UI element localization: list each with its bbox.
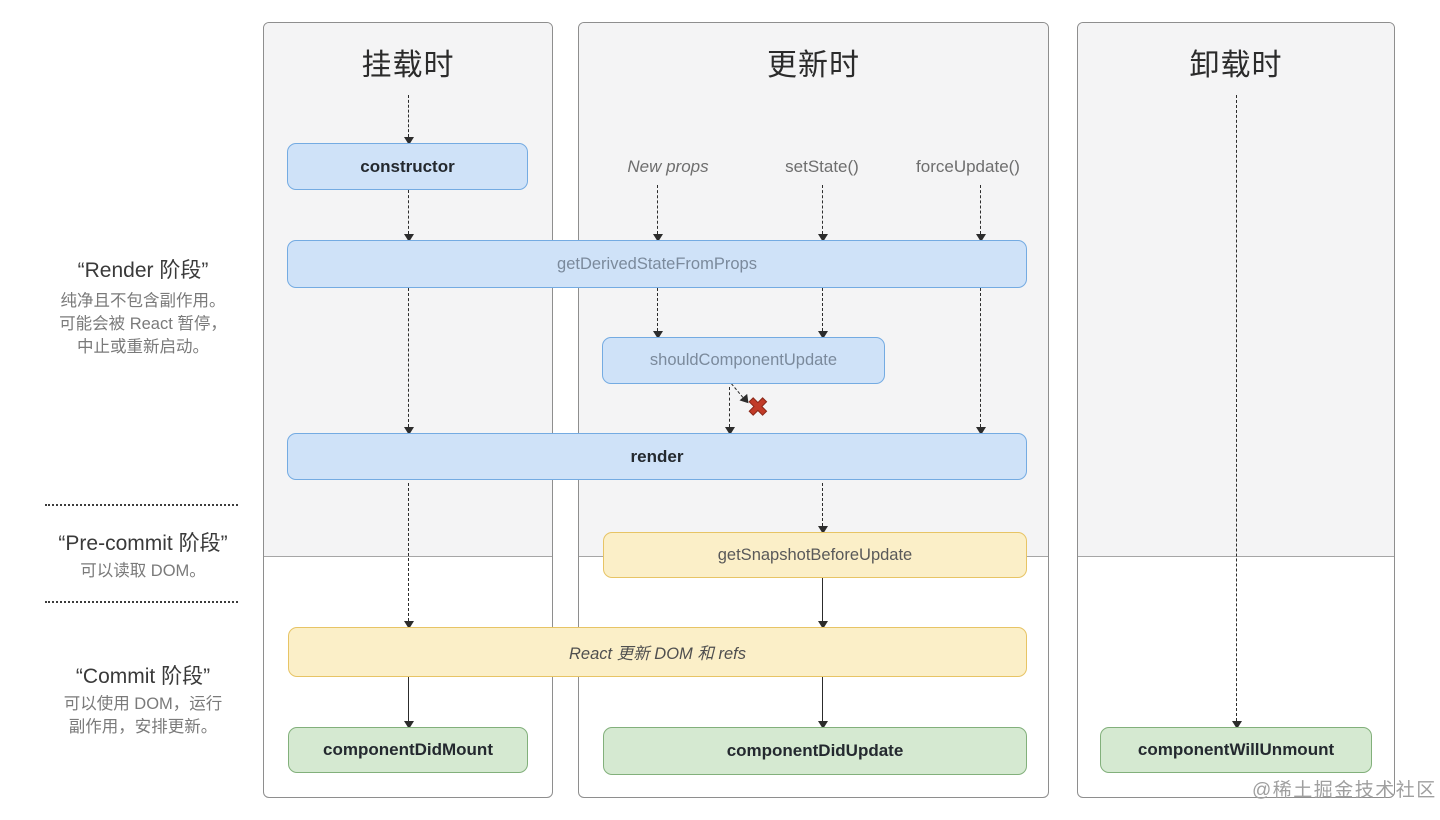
dotted-separator-bottom xyxy=(45,601,238,603)
dotted-separator-top xyxy=(45,504,238,506)
arrow-render-to-getsnapshot xyxy=(818,483,829,534)
arrow-update-reactupdates-to-didupdate xyxy=(818,677,829,729)
react-updates-dom-box: React 更新 DOM 和 refs xyxy=(288,627,1027,677)
arrow-constructor-to-getderived xyxy=(404,190,415,242)
getderivedstatefromprops-box[interactable]: getDerivedStateFromProps xyxy=(287,240,1027,288)
setstate-label: setState() xyxy=(785,157,859,176)
new-props-label: New props xyxy=(627,157,709,176)
arrow-getderived-to-shouldupdate-right xyxy=(818,288,829,339)
arrow-getderived-to-shouldupdate-left xyxy=(653,288,664,339)
render-phase-desc-line3: 中止或重新启动。 xyxy=(77,338,209,356)
arrow-getsnapshot-to-reactupdates xyxy=(818,578,829,629)
pre-commit-phase-desc: 可以读取 DOM。 xyxy=(80,562,206,580)
commit-phase-title: “Commit 阶段” xyxy=(75,665,211,688)
shouldcomponentupdate-box[interactable]: shouldComponentUpdate xyxy=(602,337,885,384)
arrow-shouldupdate-to-render xyxy=(725,387,736,435)
componentwillunmount-box[interactable]: componentWillUnmount xyxy=(1100,727,1372,773)
commit-phase-desc-line1: 可以使用 DOM，运行 xyxy=(63,695,223,713)
render-box[interactable]: render xyxy=(287,433,1027,480)
arrow-setstate-to-getderived xyxy=(818,185,829,242)
arrow-mount-header-to-constructor xyxy=(404,95,415,145)
arrow-mount-reactupdates-to-didmount xyxy=(404,677,415,729)
constructor-box[interactable]: constructor xyxy=(287,143,528,190)
arrow-mount-render-to-reactupdates xyxy=(404,483,415,629)
render-phase-title: “Render 阶段” xyxy=(77,259,209,282)
arrow-unmount-header-to-willunmount xyxy=(1232,95,1243,729)
render-phase-desc-line1: 纯净且不包含副作用。 xyxy=(60,292,226,310)
arrow-newprops-to-getderived xyxy=(653,185,664,242)
update-column-title: 更新时 xyxy=(767,49,860,82)
update-column-panel xyxy=(578,22,1049,798)
watermark: @稀土掘金技术社区 xyxy=(1252,780,1437,801)
reject-x-icon: ✖ xyxy=(747,392,770,422)
forceupdate-label: forceUpdate() xyxy=(916,157,1020,176)
render-phase-desc-line2: 可能会被 React 暂停， xyxy=(59,315,227,333)
componentdidupdate-box[interactable]: componentDidUpdate xyxy=(603,727,1027,775)
componentdidmount-box[interactable]: componentDidMount xyxy=(288,727,528,773)
commit-phase-desc-line2: 副作用，安排更新。 xyxy=(68,718,218,736)
arrow-mount-getderived-to-render xyxy=(404,288,415,435)
getsnapshotbeforeupdate-box[interactable]: getSnapshotBeforeUpdate xyxy=(603,532,1027,578)
pre-commit-phase-title: “Pre-commit 阶段” xyxy=(58,532,228,555)
arrow-forceupdate-to-getderived xyxy=(976,185,987,242)
unmount-column-title: 卸载时 xyxy=(1189,49,1283,82)
arrow-forceupdate-bypass-to-render xyxy=(976,288,987,435)
mount-column-title: 挂载时 xyxy=(361,49,455,82)
